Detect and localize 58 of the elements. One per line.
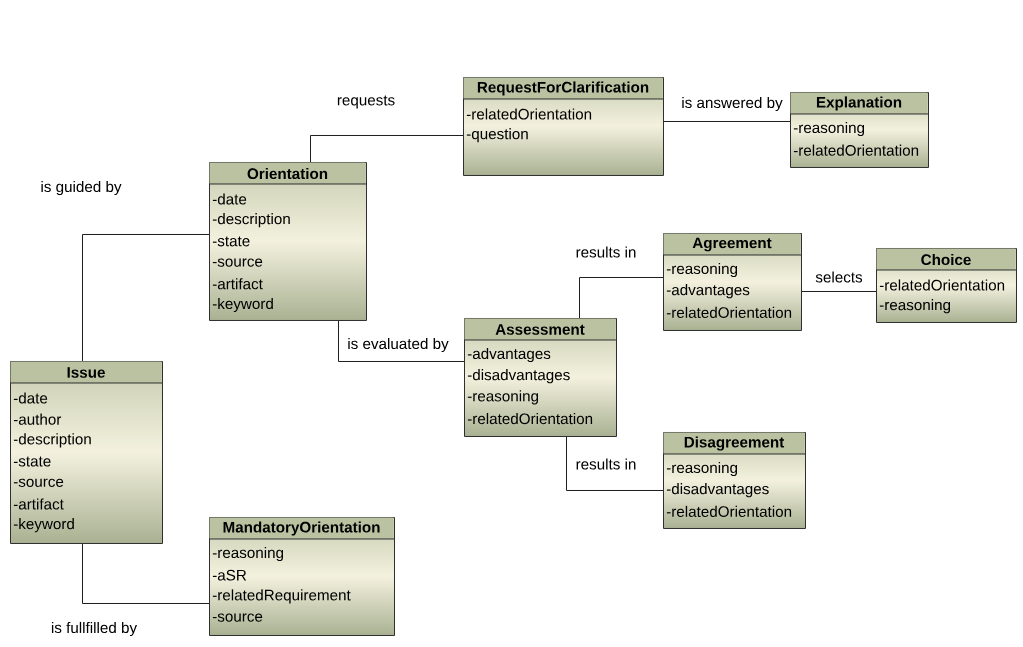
attribute: -description — [13, 433, 91, 448]
association-line — [579, 277, 664, 319]
association-line — [82, 543, 210, 604]
attribute: -state — [212, 236, 250, 247]
class-name: Orientation — [247, 167, 328, 180]
class-name: Choice — [921, 253, 971, 266]
attribute: -reasoning — [666, 461, 737, 477]
class-name: Explanation — [816, 96, 902, 111]
attribute: -source — [212, 258, 263, 267]
edge-label: results in — [574, 457, 638, 471]
edge-label: is evaluated by — [346, 336, 450, 354]
attribute: -source — [212, 613, 263, 622]
association-line — [801, 291, 877, 292]
attribute: -relatedOrientation — [879, 279, 1005, 291]
edge-label: is answered by — [680, 95, 784, 113]
attribute: -disadvantages — [666, 483, 769, 498]
attribute: -artifact — [212, 278, 263, 290]
attribute: -state — [13, 456, 51, 467]
attribute: -date — [212, 193, 247, 205]
attribute: -description — [212, 213, 290, 228]
class-name: RequestForClarification — [477, 81, 649, 96]
attribute: -reasoning — [879, 299, 950, 314]
association-line — [566, 436, 664, 491]
edge-label: selects — [814, 270, 864, 284]
attribute: -relatedOrientation — [666, 505, 792, 517]
class-name: Agreement — [692, 237, 772, 252]
class-name: Disagreement — [684, 436, 785, 451]
attribute: -reasoning — [212, 546, 284, 562]
attribute: -relatedOrientation — [467, 413, 593, 425]
attribute: -disadvantages — [467, 369, 570, 384]
attribute: -question — [466, 128, 528, 143]
class-name: Issue — [67, 367, 105, 378]
attribute: -aSR — [212, 569, 247, 581]
association-line — [310, 135, 464, 163]
edge-label: requests — [335, 94, 397, 110]
attribute: -relatedOrientation — [666, 306, 792, 318]
association-line — [663, 121, 791, 122]
edge-label: is fullfilled by — [49, 620, 139, 638]
attribute: -relatedOrientation — [466, 108, 592, 120]
attribute: -author — [13, 413, 62, 425]
attribute: -reasoning — [467, 390, 538, 405]
attribute: -reasoning — [666, 262, 737, 278]
class-name: Assessment — [495, 324, 585, 335]
attribute: -keyword — [212, 297, 273, 313]
association-line — [338, 320, 465, 362]
association-line — [82, 234, 210, 362]
attribute: -artifact — [13, 498, 64, 510]
attribute: -advantages — [666, 284, 750, 299]
edge-label: results in — [574, 245, 638, 259]
class-name: MandatoryOrientation — [223, 521, 380, 536]
attribute: -relatedOrientation — [793, 144, 919, 156]
attribute: -reasoning — [793, 121, 864, 137]
attribute: -date — [13, 392, 48, 404]
attribute: -keyword — [13, 518, 74, 533]
edge-label: is guided by — [39, 179, 123, 197]
attribute: -relatedRequirement — [212, 589, 351, 604]
attribute: -advantages — [467, 347, 551, 363]
attribute: -source — [13, 478, 64, 487]
